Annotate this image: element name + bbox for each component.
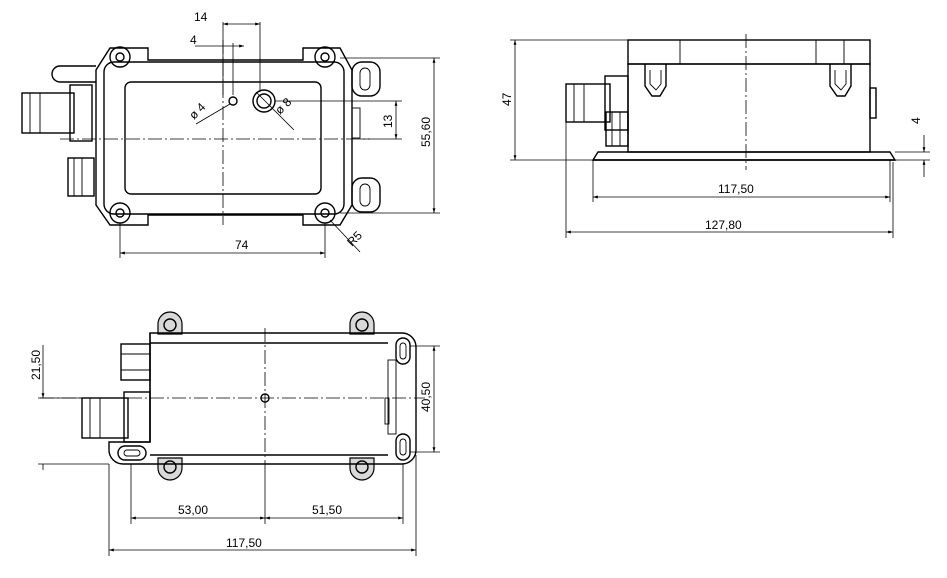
dim-4: 4 — [190, 33, 197, 47]
dim-51-50: 51,50 — [312, 503, 342, 517]
dim-dia-8: ø 8 — [272, 95, 294, 117]
side-view: 47 4 117,50 127,80 — [500, 34, 930, 238]
dim-r5: R5 — [344, 228, 365, 249]
dim-40-50: 40,50 — [419, 382, 433, 412]
boss-bottom-left — [157, 457, 183, 481]
dim-55-60: 55,60 — [419, 117, 433, 147]
screw-bottom-left — [109, 202, 131, 224]
screw-bottom-right — [314, 202, 336, 224]
dim-74: 74 — [235, 238, 249, 252]
boss-top-left — [157, 311, 183, 335]
dim-53-00: 53,00 — [178, 503, 208, 517]
boss-bottom-right — [349, 457, 375, 481]
hole-small — [228, 96, 238, 106]
dim-117-50-bottom: 117,50 — [226, 536, 262, 550]
screw-top-left — [109, 46, 131, 68]
dim-117-50-side: 117,50 — [718, 182, 754, 196]
dim-47: 47 — [500, 92, 514, 106]
dim-flange-4: 4 — [909, 117, 923, 124]
dim-21-50: 21,50 — [29, 350, 43, 380]
dim-13: 13 — [381, 114, 395, 128]
boss-top-right — [349, 311, 375, 335]
screw-top-right — [314, 46, 336, 68]
dim-127-80: 127,80 — [705, 218, 742, 232]
top-view: 14 4 ø 4 ø 8 13 55,60 74 R5 — [21, 10, 440, 258]
cable-gland-left — [21, 84, 95, 197]
bottom-view: 21,50 40,50 53,00 51,50 117,50 — [29, 311, 440, 556]
dim-14: 14 — [194, 10, 208, 24]
